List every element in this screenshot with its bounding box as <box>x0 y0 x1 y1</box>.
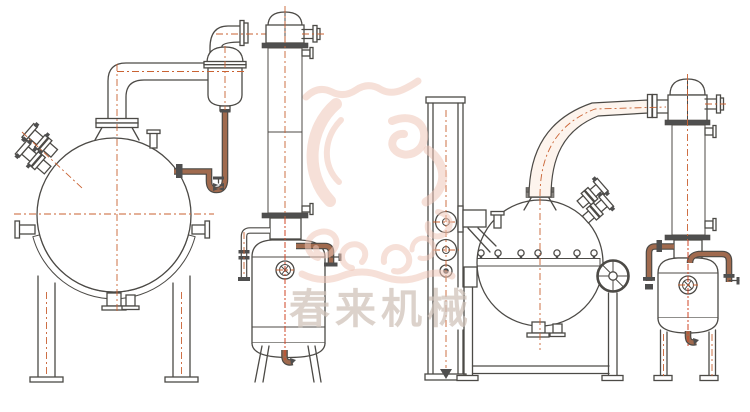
ball-concentrator-side-view <box>14 19 266 383</box>
vapor-riser-pipe <box>107 62 209 123</box>
condenser-column-2-assembly <box>643 74 740 382</box>
charge-nozzles-front <box>576 176 616 224</box>
column2-drain-pipe <box>643 240 674 290</box>
condenser-column <box>261 11 321 240</box>
support-frame <box>424 96 467 381</box>
swan-neck-pipe <box>528 93 671 198</box>
condenser-column-assembly <box>238 6 342 383</box>
centerlines-left <box>14 33 266 377</box>
condenser-column-2 <box>664 78 725 259</box>
support-legs <box>29 275 199 383</box>
centerlines-middle <box>276 6 324 360</box>
tank-drain-spout <box>281 350 296 366</box>
ball-concentrator-front-view <box>424 93 671 382</box>
watermark-logo <box>298 77 456 284</box>
charge-nozzles <box>14 121 59 175</box>
equator-nozzle-left <box>14 220 36 239</box>
centerlines-right <box>663 74 726 376</box>
sphere-vessel <box>36 137 192 293</box>
receiver-tank-2 <box>653 250 740 382</box>
vent-stub <box>146 129 161 149</box>
discharge-nozzle <box>101 292 140 311</box>
frame-duct <box>457 205 487 233</box>
floor-frame <box>456 266 624 382</box>
tank2-outlet-pipe-right <box>686 250 740 285</box>
chute-lines <box>467 227 497 253</box>
dome-stub <box>490 210 505 229</box>
clamp-bolts <box>477 249 598 259</box>
drain-valve <box>213 176 224 191</box>
condensate-pipe <box>174 109 231 194</box>
heating-jacket <box>32 234 196 300</box>
equator-nozzle-right <box>191 220 211 239</box>
tilt-handwheel <box>596 259 630 293</box>
bottom-nozzles-front <box>526 321 566 338</box>
split-flange-band <box>476 249 601 267</box>
receiver-tank <box>238 227 342 383</box>
tank-inlet-pipe-left <box>238 227 270 281</box>
